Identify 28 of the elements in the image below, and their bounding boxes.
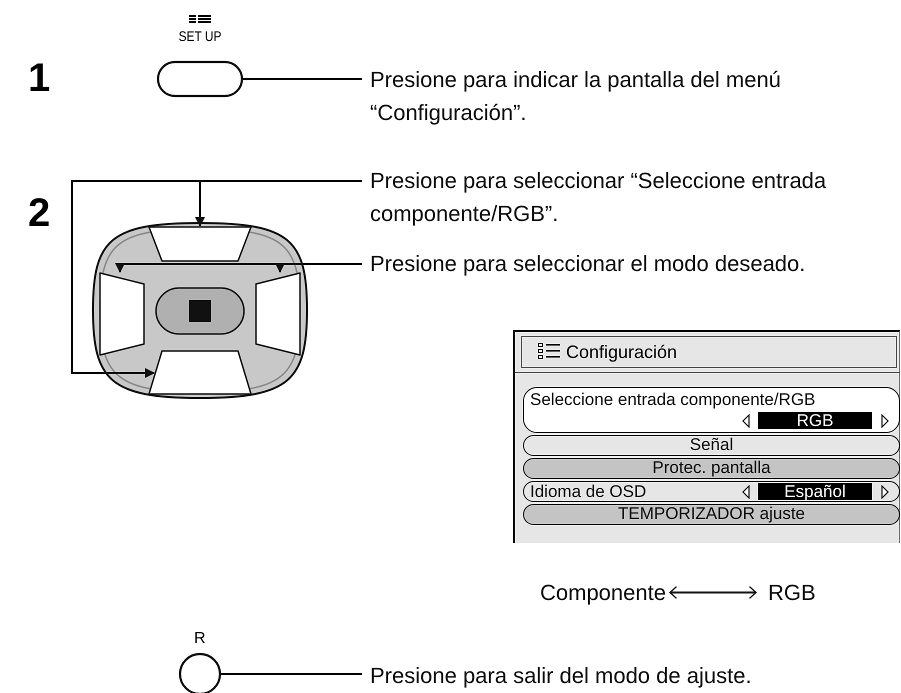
- menu-item: [523, 504, 900, 525]
- instruction-text: Presione para indicar la pantalla del menú “Configuración”.: [370, 63, 890, 129]
- leader-line: [242, 78, 362, 80]
- menu-item: [523, 481, 900, 502]
- menu-item-text: Seleccione entrada componente/RGB: [530, 390, 816, 409]
- menu-item-text: Señal: [688, 436, 734, 454]
- menu-item-text: Idioma de OSD: [530, 482, 646, 501]
- step-number: 2: [28, 193, 50, 233]
- menu-title: Configuración: [566, 342, 678, 363]
- instruction-text: Presione para seleccionar el modo deseado.: [370, 247, 900, 280]
- button-label: SET UP: [178, 28, 222, 44]
- menu-item-text: TEMPORIZADOR ajuste: [616, 505, 806, 523]
- selected-value: Español: [758, 483, 872, 500]
- menu-item-text: Protec. pantalla: [651, 459, 772, 477]
- menu-item: [523, 458, 900, 479]
- selected-value: RGB: [758, 412, 872, 429]
- arrow: [71, 180, 362, 378]
- arrow: [669, 586, 757, 599]
- instruction-text: Presione para salir del modo de ajuste.: [370, 659, 870, 692]
- menu-item: [523, 435, 900, 456]
- option-text: RGB: [768, 576, 816, 609]
- button-label: R: [194, 630, 206, 648]
- option-text: Componente: [540, 576, 666, 609]
- step-number: 1: [28, 58, 50, 98]
- menu-item: [523, 387, 900, 433]
- instruction-text: Presione para seleccionar “Seleccione entrada componente/RGB”.: [370, 164, 890, 230]
- leader-line: [220, 673, 362, 675]
- menu-panel: [513, 330, 900, 543]
